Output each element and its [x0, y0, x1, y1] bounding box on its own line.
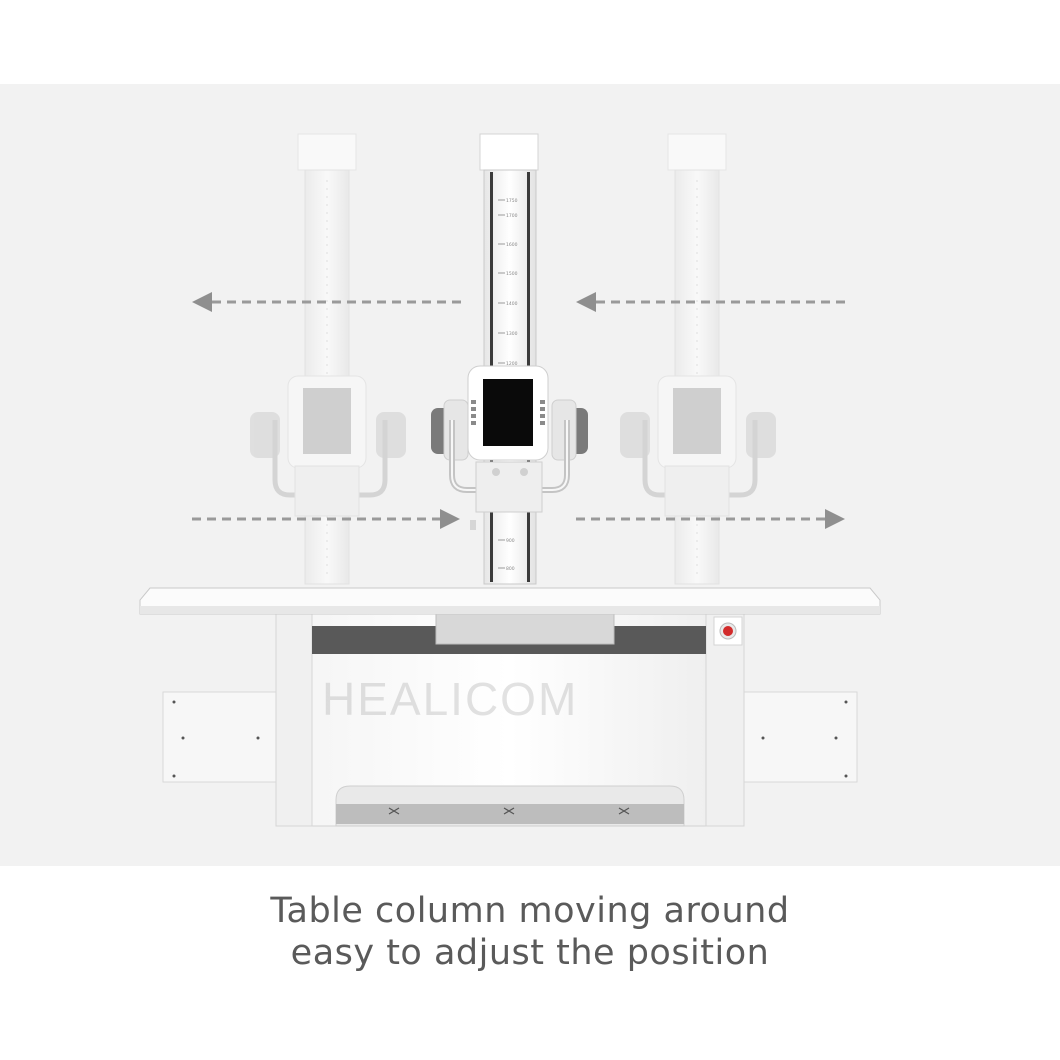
scale-tick: 1500 [506, 271, 518, 277]
caption-line-1: Table column moving around [270, 891, 790, 931]
ghost-column-left [250, 133, 406, 585]
arrow-left-icon [192, 292, 462, 312]
scale-tick: 1600 [506, 242, 518, 248]
scale-tick: 1200 [506, 361, 518, 367]
scale-tick: 1750 [506, 198, 518, 204]
product-image-stage: 1750 1700 1600 1500 1400 1300 1200 900 8… [0, 84, 1060, 866]
column-scale-labels: 1750 1700 1600 1500 1400 1300 1200 900 8… [506, 198, 518, 572]
scale-tick: 1700 [506, 213, 518, 219]
control-screen [483, 379, 533, 446]
xray-table-illustration: 1750 1700 1600 1500 1400 1300 1200 900 8… [139, 133, 881, 827]
main-column: 1750 1700 1600 1500 1400 1300 1200 900 8… [431, 133, 588, 585]
side-panel-right [740, 691, 858, 783]
arrow-right-icon [576, 509, 845, 529]
scale-tick: 900 [506, 538, 515, 544]
scale-tick: 800 [506, 566, 515, 572]
arrow-right-icon [192, 509, 460, 529]
arrow-left-icon [576, 292, 846, 312]
table-top [139, 587, 881, 615]
emergency-stop-icon [713, 616, 743, 646]
table-base [275, 611, 745, 827]
ghost-column-right [620, 133, 776, 585]
scale-tick: 1300 [506, 331, 518, 337]
caption: Table column moving around easy to adjus… [0, 890, 1060, 974]
caption-line-2: easy to adjust the position [290, 933, 770, 973]
side-panel-left [162, 691, 280, 783]
scale-tick: 1400 [506, 301, 518, 307]
brand-watermark: HEALICOM [322, 673, 579, 725]
